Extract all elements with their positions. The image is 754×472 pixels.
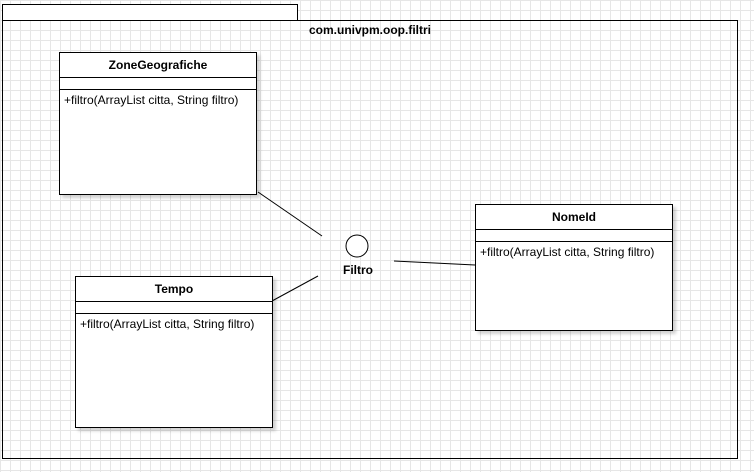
class-attributes [476,230,672,242]
class-attributes [60,78,256,90]
interface-label: Filtro [343,263,373,277]
connector-tempo [271,275,319,302]
class-zonegeografiche[interactable]: ZoneGeografiche +filtro(ArrayList citta,… [59,52,257,195]
class-operation: +filtro(ArrayList citta, String filtro) [480,245,655,259]
class-operation: +filtro(ArrayList citta, String filtro) [64,93,239,107]
connector-nomeid [393,260,476,266]
class-nomeid[interactable]: NomeId +filtro(ArrayList citta, String f… [475,204,673,331]
package-name: com.univpm.oop.filtri [309,23,431,37]
class-attributes [76,302,272,314]
class-operation: +filtro(ArrayList citta, String filtro) [80,317,255,331]
class-name: Tempo [76,277,272,302]
interface-circle [345,234,369,258]
connector-zonegeografiche [257,191,323,237]
class-tempo[interactable]: Tempo +filtro(ArrayList citta, String fi… [75,276,273,428]
class-name: ZoneGeografiche [60,53,256,78]
package-frame[interactable] [2,20,738,459]
package-tab [2,4,298,21]
class-name: NomeId [476,205,672,230]
